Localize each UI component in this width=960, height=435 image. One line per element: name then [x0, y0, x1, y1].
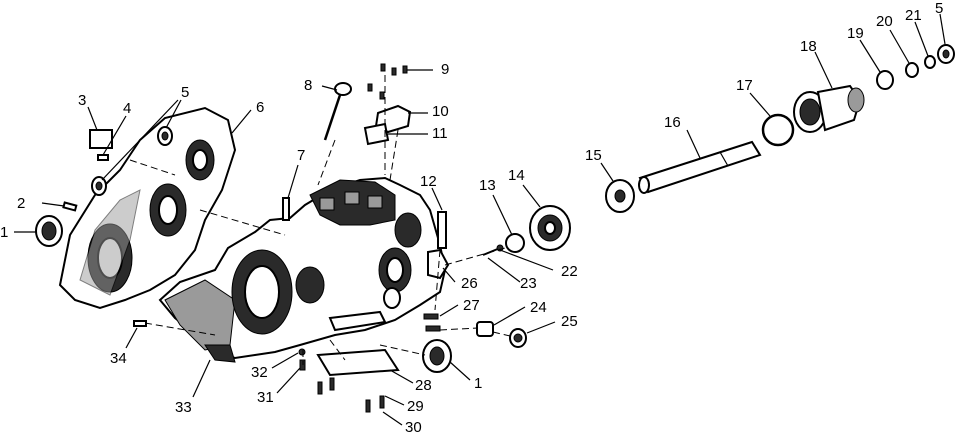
callout-30: 30: [405, 419, 422, 435]
bearing-5-a: [91, 176, 107, 196]
callout-9: 9: [441, 61, 449, 78]
callout-27: 27: [463, 297, 480, 314]
callout-33: 33: [175, 399, 192, 416]
washer-19: [876, 70, 894, 90]
callout-23: 23: [520, 275, 537, 292]
seal-1-left: [35, 215, 63, 247]
callout-24: 24: [530, 299, 547, 316]
callout-16: 16: [664, 114, 681, 131]
dowel-12: [437, 211, 447, 249]
callout-4: 4: [123, 100, 131, 117]
ring-20: [905, 62, 919, 78]
callout-26: 26: [461, 275, 478, 292]
washer-15: [605, 179, 635, 213]
alignment-lines: [129, 75, 511, 365]
dipstick-8: [323, 82, 352, 141]
pin-34: [133, 320, 147, 327]
seal-25: [509, 328, 527, 348]
callout-14: 14: [508, 167, 525, 184]
bolt-26-27: [423, 313, 441, 332]
washer-5-right: [937, 44, 955, 64]
callout-25: 25: [561, 313, 578, 330]
callout-6: 6: [256, 99, 264, 116]
callout-21: 21: [905, 7, 922, 24]
callout-2: 2: [17, 195, 25, 212]
washer-13: [505, 233, 525, 253]
screws-9: [367, 63, 408, 100]
drive-gear-18: [793, 84, 865, 133]
left-case-cover: [58, 106, 237, 310]
callout-19: 19: [847, 25, 864, 42]
callout-28: 28: [415, 377, 432, 394]
callout-22: 22: [561, 263, 578, 280]
callout-1-left: 1: [0, 224, 8, 241]
callout-1-right: 1: [474, 375, 482, 392]
ring-21: [924, 55, 936, 69]
callout-15: 15: [585, 147, 602, 164]
bushing-24: [476, 321, 494, 337]
callout-5-right: 5: [935, 0, 943, 17]
callout-10: 10: [432, 103, 449, 120]
main-gear-case: [158, 176, 450, 363]
o-ring-17: [761, 113, 795, 147]
seal-1-right: [422, 339, 452, 373]
callout-34: 34: [110, 350, 127, 367]
callout-7: 7: [297, 147, 305, 164]
callout-8: 8: [304, 77, 312, 94]
callout-12: 12: [420, 173, 437, 190]
callout-17: 17: [736, 77, 753, 94]
bolts-29-30: [317, 377, 385, 413]
cover-14: [529, 205, 571, 251]
bearing-5-b: [157, 126, 173, 146]
gasket-28: [316, 348, 400, 377]
callout-31: 31: [257, 389, 274, 406]
callout-20: 20: [876, 13, 893, 30]
callout-3: 3: [78, 92, 86, 109]
callout-5-left: 5: [181, 84, 189, 101]
dowel-pin-2: [62, 201, 78, 212]
pin-4: [97, 154, 109, 161]
callout-11: 11: [432, 125, 448, 142]
leader-lines: [14, 13, 946, 426]
switch-11: [363, 122, 390, 146]
callout-13: 13: [479, 177, 496, 194]
callout-29: 29: [407, 398, 424, 415]
shaft-16: [638, 140, 762, 194]
screws-31-32: [298, 348, 306, 371]
gasket-3: [89, 129, 113, 149]
callout-32: 32: [251, 364, 268, 381]
callout-18: 18: [800, 38, 817, 55]
plug-7: [282, 197, 290, 221]
